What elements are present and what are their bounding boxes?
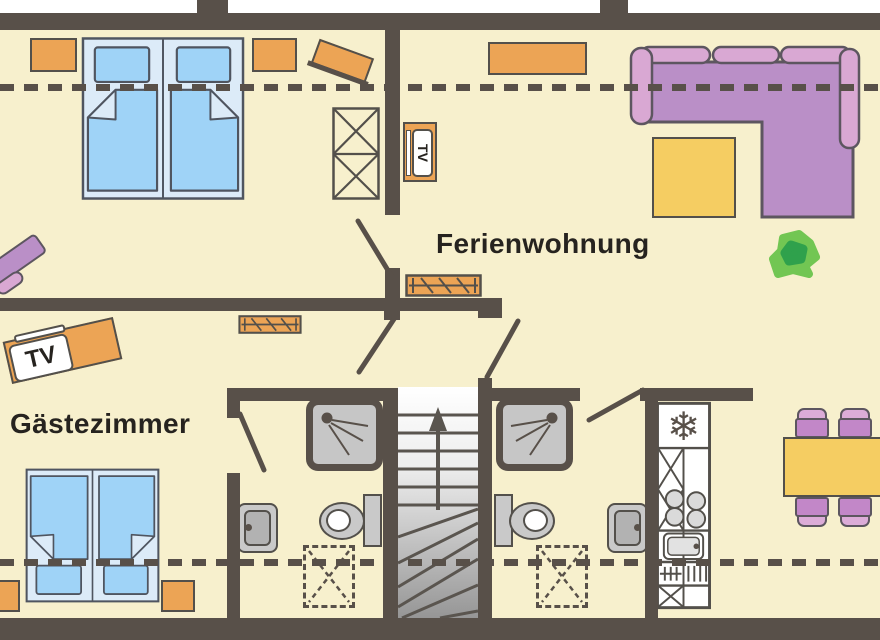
sofa-cushion [711, 45, 781, 65]
dining-chair [838, 408, 872, 438]
stairs-left-wall [383, 388, 398, 618]
toilet-apartment [509, 502, 555, 540]
nightstand-bedroom-left [30, 38, 77, 72]
bath1-left-wall [227, 473, 240, 618]
cooktop-icon [664, 489, 707, 529]
kitchen-divider-wall [645, 388, 658, 618]
freezer-icon: ❄ [667, 405, 700, 450]
washing-machine-space [536, 545, 588, 608]
washbasin-guest [237, 503, 278, 553]
pillow [93, 46, 151, 84]
washbasin-apartment [607, 503, 648, 553]
bath2-top-wall [492, 388, 580, 401]
tv-stand: TV [403, 122, 437, 182]
double-bed-bedroom [81, 37, 245, 200]
dining-chair [795, 497, 829, 527]
stairs-right-wall [478, 378, 492, 618]
kitchen-top-wall [640, 388, 753, 401]
bath1-left-stub [227, 388, 240, 418]
bottom-wall [0, 618, 880, 640]
middle-wall [0, 298, 500, 311]
pillow [175, 46, 232, 84]
plant-icon [769, 230, 820, 278]
chimney-stub [600, 0, 628, 13]
sofa-armrest [838, 47, 861, 150]
washing-machine-space [303, 545, 355, 608]
pillow [102, 564, 149, 595]
sideboard [488, 42, 587, 75]
double-bed-guest [25, 468, 160, 603]
kitchen-sink-icon [662, 532, 705, 561]
kitchen-unit: ❄ [656, 401, 711, 610]
dining-chair [838, 497, 872, 527]
middle-wall-stub [384, 311, 400, 320]
top-wall [0, 13, 880, 30]
stairs-up-arrow-icon [429, 407, 447, 510]
toilet-guest [319, 502, 365, 540]
apartment-label: Ferienwohnung [436, 228, 650, 259]
pillow [35, 564, 83, 595]
tv-label: TV [23, 340, 59, 374]
tv-label: TV [414, 144, 431, 162]
shower-guest [306, 398, 383, 471]
coffee-table [652, 137, 736, 218]
toilet-cistern [363, 494, 382, 547]
dining-table [783, 437, 880, 497]
middle-wall-end [478, 298, 502, 318]
dining-chair [795, 408, 829, 438]
radiator [405, 274, 482, 297]
chimney-stub [197, 0, 228, 13]
tv-icon: TV [412, 129, 433, 177]
guest-room-label: Gästezimmer [10, 408, 191, 439]
nightstand-guest-left [0, 580, 20, 612]
shower-apartment [496, 398, 573, 471]
radiator [238, 315, 302, 334]
nightstand-guest-right [161, 580, 195, 612]
bedroom-door-stub [385, 268, 400, 299]
sofa-armrest [629, 46, 654, 126]
nightstand-bedroom-right [252, 38, 297, 72]
bedroom-divider-wall [385, 30, 400, 215]
staircase [398, 387, 478, 618]
wardrobe [332, 107, 380, 200]
tv-screen-bar [406, 130, 411, 176]
bath1-top-wall [227, 388, 383, 401]
